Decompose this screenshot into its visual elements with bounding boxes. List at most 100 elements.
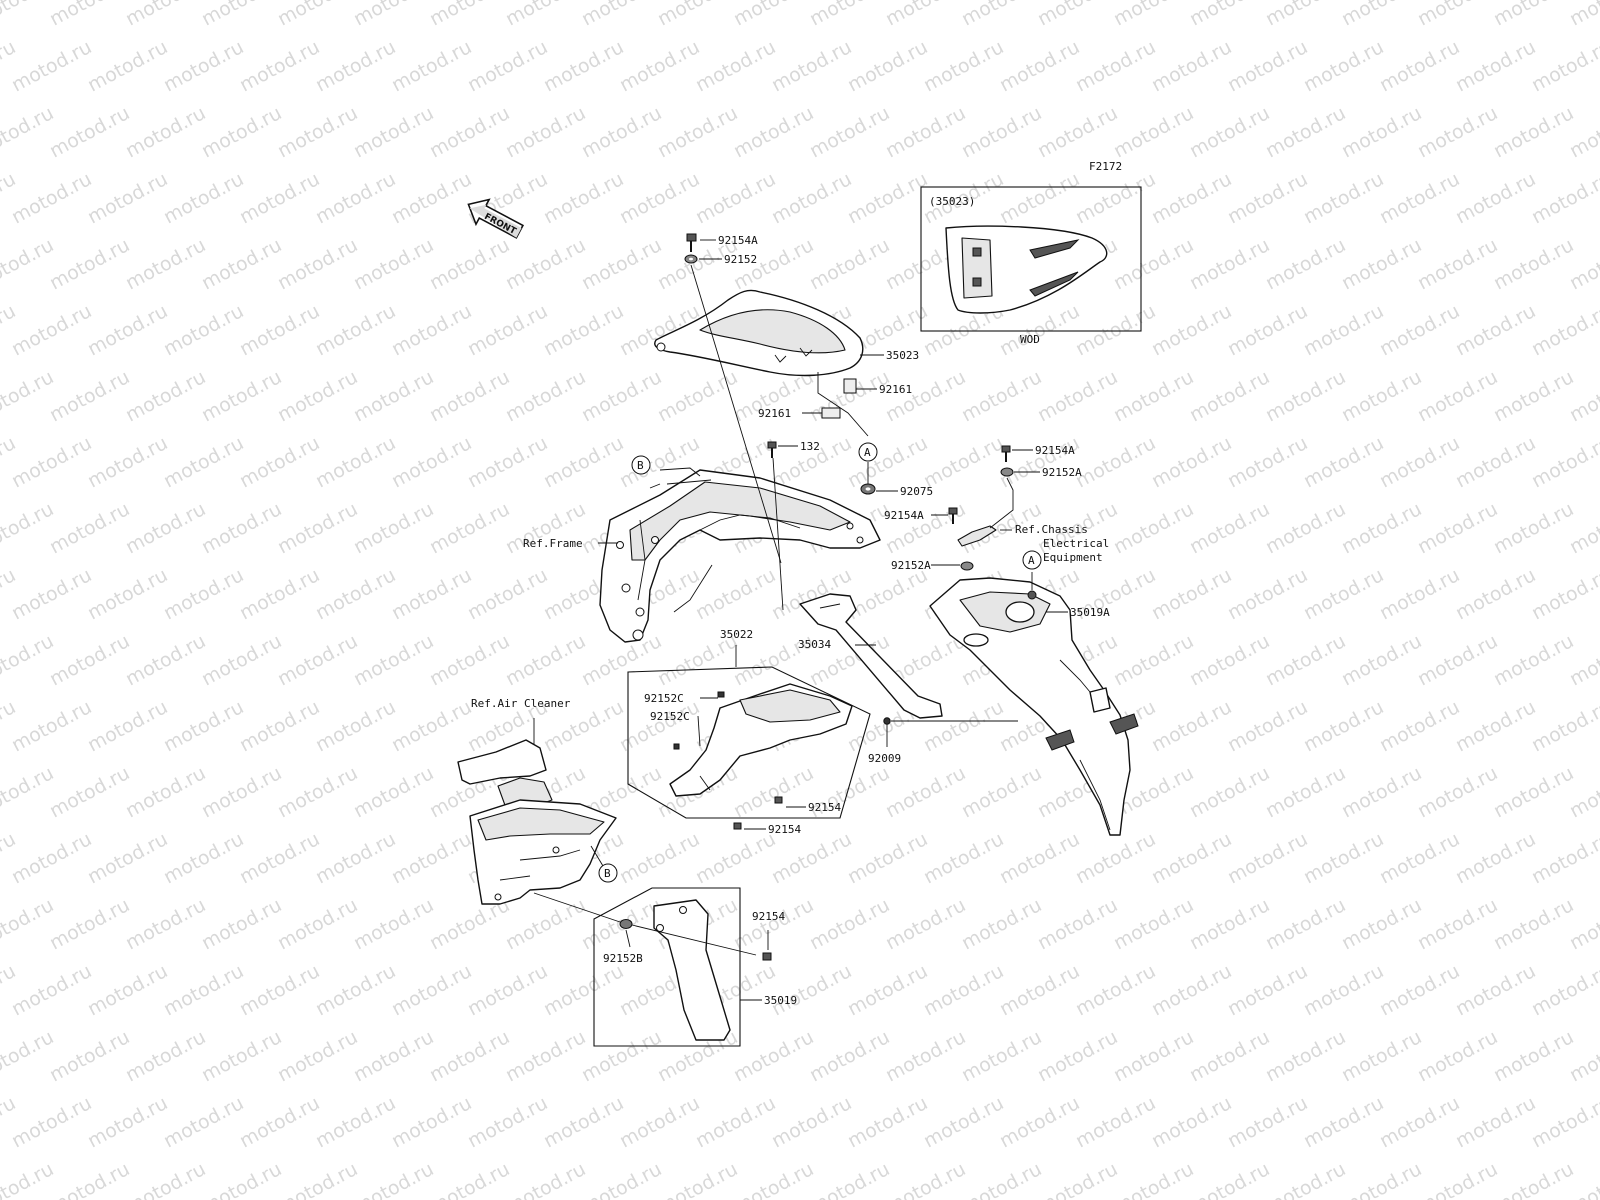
- bolt-92154A-right: [1001, 445, 1011, 462]
- watermark-text: motod.ru: [692, 564, 779, 624]
- watermark-text: motod.ru: [8, 168, 95, 228]
- watermark-text: motod.ru: [958, 1158, 1045, 1200]
- watermark-text: motod.ru: [1148, 1092, 1235, 1152]
- watermark-text: motod.ru: [730, 1158, 817, 1200]
- watermark-text: motod.ru: [1110, 234, 1197, 294]
- watermark-text: motod.ru: [502, 366, 589, 426]
- watermark-text: motod.ru: [8, 696, 95, 756]
- watermark-text: motod.ru: [46, 894, 133, 954]
- watermark-text: motod.ru: [540, 168, 627, 228]
- watermark-text: motod.ru: [882, 894, 969, 954]
- watermark-text: motod.ru: [84, 1092, 171, 1152]
- watermark-text: motod.ru: [806, 1026, 893, 1086]
- watermark-text: motod.ru: [160, 1092, 247, 1152]
- marker-a-lower: A: [1022, 550, 1042, 570]
- watermark-text: motod.ru: [1034, 0, 1121, 30]
- watermark-text: motod.ru: [426, 1026, 513, 1086]
- air-cleaner: [457, 739, 617, 905]
- watermark-text: motod.ru: [1110, 1026, 1197, 1086]
- watermark-text: motod.ru: [122, 762, 209, 822]
- rear-frame: [599, 467, 881, 643]
- part-label-92154-a: 92154: [808, 801, 841, 814]
- watermark-text: motod.ru: [806, 102, 893, 162]
- watermark-text: motod.ru: [1224, 36, 1311, 96]
- watermark-text: motod.ru: [1224, 1092, 1311, 1152]
- marker-b-cleaner: B: [598, 863, 618, 883]
- watermark-text: motod.ru: [844, 432, 931, 492]
- bolt-92154-a: [774, 796, 783, 804]
- watermark-text: motod.ru: [0, 762, 57, 822]
- watermark-text: motod.ru: [1452, 36, 1539, 96]
- ref-chassis-line3: Equipment: [1043, 551, 1103, 564]
- watermark-text: motod.ru: [122, 1026, 209, 1086]
- bolt-92154A-mid: [948, 507, 958, 524]
- damper-92161-right: [843, 378, 857, 394]
- watermark-text: motod.ru: [1490, 894, 1577, 954]
- watermark-text: motod.ru: [1376, 828, 1463, 888]
- watermark-text: motod.ru: [882, 366, 969, 426]
- watermark-text: motod.ru: [46, 762, 133, 822]
- watermark-text: motod.ru: [1224, 300, 1311, 360]
- watermark-text: motod.ru: [8, 300, 95, 360]
- watermark-text: motod.ru: [350, 1158, 437, 1200]
- watermark-text: motod.ru: [1452, 564, 1539, 624]
- watermark-text: motod.ru: [920, 1092, 1007, 1152]
- watermark-text: motod.ru: [312, 432, 399, 492]
- watermark-text: motod.ru: [1414, 102, 1501, 162]
- watermark-text: motod.ru: [1300, 696, 1387, 756]
- part-label-35034: 35034: [798, 638, 831, 651]
- watermark-text: motod.ru: [1300, 168, 1387, 228]
- watermark-text: motod.ru: [1186, 498, 1273, 558]
- watermark-text: motod.ru: [1528, 36, 1600, 96]
- watermark-text: motod.ru: [1148, 36, 1235, 96]
- watermark-text: motod.ru: [1186, 0, 1273, 30]
- watermark-text: motod.ru: [920, 432, 1007, 492]
- watermark-text: motod.ru: [274, 894, 361, 954]
- watermark-text: motod.ru: [616, 168, 703, 228]
- part-label-92161-right: 92161: [879, 383, 912, 396]
- watermark-text: motod.ru: [844, 168, 931, 228]
- watermark-text: motod.ru: [122, 0, 209, 30]
- watermark-text: motod.ru: [274, 1026, 361, 1086]
- watermark-text: motod.ru: [1186, 234, 1273, 294]
- watermark-text: motod.ru: [464, 960, 551, 1020]
- watermark-text: motod.ru: [502, 0, 589, 30]
- watermark-text: motod.ru: [1452, 1092, 1539, 1152]
- watermark-text: motod.ru: [426, 1158, 513, 1200]
- watermark-text: motod.ru: [84, 432, 171, 492]
- watermark-text: motod.ru: [46, 630, 133, 690]
- watermark-text: motod.ru: [540, 1092, 627, 1152]
- watermark-text: motod.ru: [1566, 0, 1600, 30]
- watermark-text: motod.ru: [844, 828, 931, 888]
- watermark-text: motod.ru: [996, 1092, 1083, 1152]
- watermark-text: motod.ru: [1072, 960, 1159, 1020]
- watermark-text: motod.ru: [996, 432, 1083, 492]
- part-label-92152C-b: 92152C: [650, 710, 690, 723]
- watermark-text: motod.ru: [1148, 960, 1235, 1020]
- watermark-text: motod.ru: [350, 1026, 437, 1086]
- watermark-text: motod.ru: [1300, 36, 1387, 96]
- part-label-92154A-mid: 92154A: [884, 509, 924, 522]
- watermark-text: motod.ru: [1300, 828, 1387, 888]
- watermark-text: motod.ru: [578, 0, 665, 30]
- watermark-text: motod.ru: [426, 498, 513, 558]
- watermark-text: motod.ru: [1490, 0, 1577, 30]
- watermark-text: motod.ru: [1034, 102, 1121, 162]
- watermark-text: motod.ru: [464, 300, 551, 360]
- watermark-text: motod.ru: [768, 1092, 855, 1152]
- watermark-text: motod.ru: [122, 498, 209, 558]
- inner-fender-35022: [627, 666, 871, 819]
- watermark-text: motod.ru: [198, 0, 285, 30]
- watermark-text: motod.ru: [768, 36, 855, 96]
- watermark-text: motod.ru: [806, 234, 893, 294]
- part-label-92154-b: 92154: [768, 823, 801, 836]
- watermark-text: motod.ru: [122, 102, 209, 162]
- watermark-text: motod.ru: [84, 36, 171, 96]
- watermark-text: motod.ru: [1452, 696, 1539, 756]
- watermark-text: motod.ru: [996, 36, 1083, 96]
- watermark-text: motod.ru: [958, 1026, 1045, 1086]
- watermark-text: motod.ru: [844, 960, 931, 1020]
- part-label-92009: 92009: [868, 752, 901, 765]
- watermark-text: motod.ru: [1186, 1026, 1273, 1086]
